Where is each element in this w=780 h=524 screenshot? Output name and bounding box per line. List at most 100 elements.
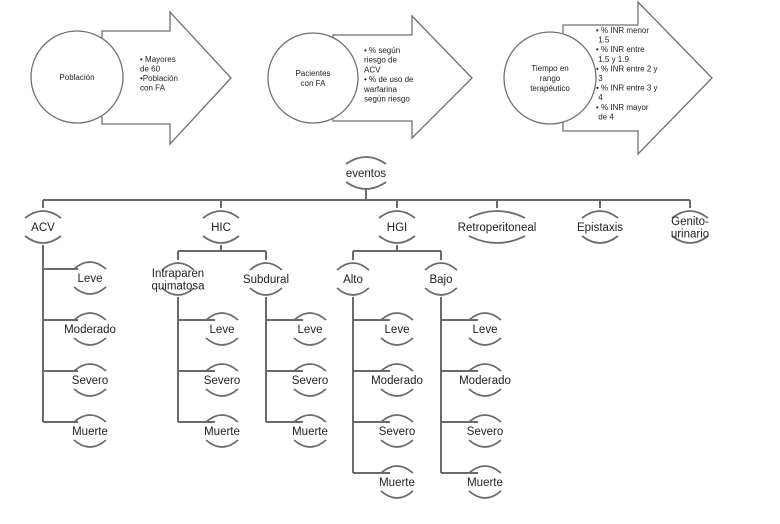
- tree-node: Moderado: [64, 312, 116, 346]
- node-label: Muerte: [379, 477, 415, 489]
- node-label: Leve: [298, 324, 323, 336]
- node-label-line: Retroperitoneal: [458, 222, 537, 234]
- tree-node: Muerte: [379, 465, 415, 499]
- tree-node: Retroperitoneal: [458, 210, 537, 244]
- node-bottom-arc: [468, 337, 502, 346]
- node-label-line: Epistaxis: [577, 222, 623, 234]
- node-label: Subdural: [243, 274, 289, 286]
- node-label-line: Bajo: [429, 274, 452, 286]
- node-top-arc: [380, 363, 414, 372]
- node-bottom-arc: [468, 490, 502, 499]
- tree-node: Muerte: [467, 465, 503, 499]
- node-label-line: urinario: [671, 229, 709, 241]
- node-top-arc: [293, 312, 327, 321]
- node-label: Muerte: [72, 426, 108, 438]
- flow-arrow-shape: [562, 0, 713, 156]
- tree-node: Moderado: [459, 363, 511, 397]
- node-label: Muerte: [467, 477, 503, 489]
- node-bottom-arc: [468, 235, 526, 244]
- flow-arrow-text-line: •Población: [140, 74, 178, 83]
- node-label-line: Alto: [343, 274, 363, 286]
- node-label-line: Moderado: [459, 375, 511, 387]
- flow-circle-label-line: con FA: [301, 79, 327, 88]
- tree-node: HIC: [202, 210, 240, 244]
- flow-arrow-text-line: 1.5: [596, 36, 610, 45]
- node-label: Leve: [385, 324, 410, 336]
- node-top-arc: [468, 210, 526, 219]
- flow-circle-label-line: terapéutico: [530, 84, 570, 93]
- node-label-line: Severo: [292, 375, 328, 387]
- flow-arrow-text-line: ACV: [364, 65, 381, 74]
- flow-arrow-shape: [332, 14, 473, 140]
- node-top-arc: [345, 156, 387, 165]
- node-bottom-arc: [293, 439, 327, 448]
- node-label-line: Muerte: [379, 477, 415, 489]
- node-top-arc: [293, 414, 327, 423]
- tree-node: Subdural: [243, 262, 289, 296]
- node-bottom-arc: [293, 388, 327, 397]
- node-label-line: Muerte: [204, 426, 240, 438]
- tree-node: Leve: [380, 312, 414, 346]
- node-top-arc: [380, 465, 414, 474]
- node-label: Genito-urinario: [671, 216, 709, 241]
- flow-arrow-text-line: de 4: [596, 112, 614, 121]
- node-top-arc: [671, 210, 709, 219]
- node-bottom-arc: [161, 287, 195, 296]
- node-label: Leve: [78, 273, 103, 285]
- tree-node: Epistaxis: [577, 210, 623, 244]
- flow-arrow-text-line: riesgo de: [364, 56, 397, 65]
- node-label-line: Leve: [473, 324, 498, 336]
- flow-arrow-text-line: según riesgo: [364, 95, 410, 104]
- node-label: Leve: [210, 324, 235, 336]
- node-top-arc: [468, 414, 502, 423]
- node-label-line: Moderado: [371, 375, 423, 387]
- node-label-line: Intraparen: [152, 268, 204, 280]
- node-top-arc: [202, 210, 240, 219]
- node-label: Leve: [473, 324, 498, 336]
- node-top-arc: [73, 261, 107, 270]
- node-label: Moderado: [371, 375, 423, 387]
- flow-arrow-text-line: 1.5 y 1.9: [596, 55, 629, 64]
- node-top-arc: [205, 312, 239, 321]
- node-bottom-arc: [380, 337, 414, 346]
- flow-circle: [503, 31, 597, 125]
- node-bottom-arc: [293, 337, 327, 346]
- tree-node: eventos: [345, 156, 387, 190]
- node-label: Severo: [467, 426, 503, 438]
- node-label-line: Leve: [210, 324, 235, 336]
- node-label-line: Leve: [385, 324, 410, 336]
- node-bottom-arc: [468, 439, 502, 448]
- tree-node: Severo: [292, 363, 328, 397]
- node-bottom-arc: [345, 181, 387, 190]
- node-top-arc: [468, 465, 502, 474]
- node-label: Epistaxis: [577, 222, 623, 234]
- tree-node: Severo: [379, 414, 415, 448]
- tree-node: Muerte: [204, 414, 240, 448]
- node-label: Alto: [343, 274, 363, 286]
- tree-node: Severo: [467, 414, 503, 448]
- tree-node: ACV: [24, 210, 62, 244]
- tree-node: HGI: [378, 210, 416, 244]
- node-label-line: Severo: [379, 426, 415, 438]
- node-label-line: Muerte: [72, 426, 108, 438]
- flow-arrow-text: • % INR menor 1.5• % INR entre 1.5 y 1.9…: [596, 26, 658, 121]
- node-top-arc: [424, 262, 458, 271]
- node-label-line: Moderado: [64, 324, 116, 336]
- node-top-arc: [249, 262, 283, 271]
- events-tree: eventosACVLeveModeradoSeveroMuerteHICInt…: [24, 156, 709, 499]
- tree-node: Alto: [336, 262, 370, 296]
- node-top-arc: [205, 363, 239, 372]
- node-bottom-arc: [205, 337, 239, 346]
- node-bottom-arc: [380, 490, 414, 499]
- tree-node: Leve: [73, 261, 107, 295]
- node-top-arc: [205, 414, 239, 423]
- node-bottom-arc: [205, 388, 239, 397]
